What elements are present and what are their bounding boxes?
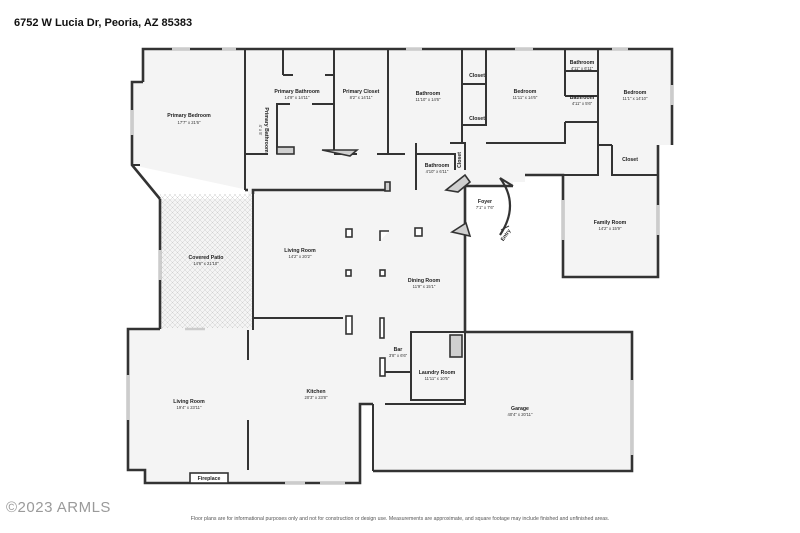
floor-fill	[128, 49, 672, 483]
bathroom-2-label: Bathroom	[570, 60, 595, 66]
bathroom-1-label: Bathroom	[416, 91, 441, 97]
family-room-label: Family Room	[594, 220, 627, 226]
closet-2-label: Closet	[469, 116, 485, 122]
primary-toilet-label: Primary Bathroom	[263, 107, 269, 153]
bathroom-4-dims: 4'10" x 6'11"	[426, 169, 449, 174]
windows	[126, 47, 674, 485]
living-room-2-dims: 19'4" x 23'11"	[177, 405, 202, 410]
interior-walls	[132, 49, 658, 471]
covered-patio-label: Covered Patio	[189, 255, 224, 261]
primary-bedroom-label: Primary Bedroom	[167, 113, 211, 119]
primary-bathroom-dims: 14'9" x 14'11"	[285, 95, 310, 100]
bedroom-1-dims: 11'11" x 14'6"	[513, 95, 538, 100]
bathroom-2-dims: 4'11" x 6'11"	[571, 66, 594, 71]
disclaimer: Floor plans are for informational purpos…	[190, 516, 610, 522]
garage-label: Garage	[511, 406, 529, 412]
primary-closet-label: Primary Closet	[343, 89, 380, 95]
bar-dims: 3'8" x 6'6"	[389, 353, 408, 358]
primary-toilet-dims: 4' x 5'	[258, 125, 263, 136]
kitchen-label: Kitchen	[306, 389, 325, 395]
living-room-1-label: Living Room	[284, 248, 316, 254]
laundry-room-label: Laundry Room	[419, 370, 456, 376]
bedroom-2-label: Bedroom	[624, 90, 647, 96]
covered-patio-dims: 14'6" x 21'10"	[193, 261, 219, 266]
bathroom-3-dims: 4'11" x 5'6"	[572, 101, 593, 106]
garage-dims: 40'4" x 20'11"	[508, 412, 533, 417]
primary-bedroom-dims: 17'7" x 21'6"	[178, 120, 201, 125]
covered-patio-area	[160, 194, 253, 328]
living-room-1-dims: 14'2" x 20'2"	[289, 254, 312, 259]
primary-toilet-label-group: Primary Bathroom 4' x 5'	[258, 107, 269, 153]
fixtures	[189, 146, 472, 484]
primary-bathroom-label: Primary Bathroom	[274, 89, 320, 95]
foyer-curved-wall	[499, 177, 511, 236]
closet-1-label: Closet	[469, 73, 485, 79]
foyer-label: Foyer	[478, 199, 492, 205]
page-title: 6752 W Lucia Dr, Peoria, AZ 85383	[14, 17, 193, 29]
living-room-2-label: Living Room	[173, 399, 205, 405]
dining-room-dims: 11'9" x 15'1"	[413, 284, 436, 289]
bedroom-2-dims: 11'1" x 14'10"	[623, 96, 648, 101]
room-labels: Primary Bedroom 17'7" x 21'6" Primary Ba…	[167, 60, 648, 482]
closet-4-label: Closet	[457, 152, 463, 168]
kitchen-dims: 20'3" x 23'8"	[305, 395, 328, 400]
foyer-dims: 7'1" x 7'6"	[476, 205, 495, 210]
bathroom-3-label: Bathroom	[570, 95, 595, 101]
family-room-dims: 14'2" x 15'9"	[599, 226, 622, 231]
closet-3-label: Closet	[622, 157, 638, 163]
watermark: ©2023 ARMLS	[6, 499, 111, 516]
bathroom-4-label: Bathroom	[425, 163, 450, 169]
bedroom-1-label: Bedroom	[514, 89, 537, 95]
dining-room-label: Dining Room	[408, 278, 441, 284]
laundry-room-dims: 11'11" x 10'5"	[425, 376, 450, 381]
bar-label: Bar	[394, 347, 403, 353]
fireplace-label: Fireplace	[198, 476, 221, 482]
bathroom-1-dims: 11'10" x 14'6"	[416, 97, 441, 102]
primary-closet-dims: 8'2" x 14'11"	[350, 95, 373, 100]
